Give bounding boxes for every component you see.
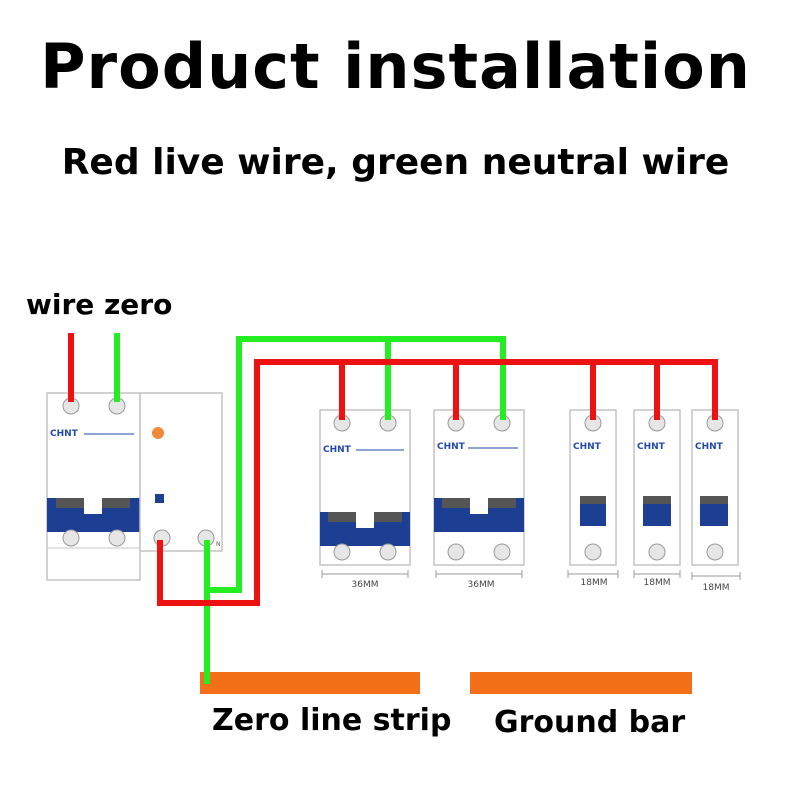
- label-zero: zero: [104, 288, 173, 321]
- dim-label-36mm-1: 36MM: [352, 580, 379, 590]
- dimension-marks: [321, 570, 741, 580]
- rcd-module: N: [139, 392, 223, 552]
- live-distribution-wire: [157, 359, 718, 606]
- breaker-18mm-1-brand: CHNT: [573, 442, 602, 452]
- breaker-36mm-1: CHNT: [319, 409, 411, 566]
- page-subtitle: Red live wire, green neutral wire: [61, 142, 730, 183]
- rcd-indicator: [155, 494, 164, 503]
- label-ground-bar: Ground bar: [494, 705, 686, 740]
- dim-label-18mm-2: 18MM: [644, 578, 671, 588]
- rcd-test-button: [152, 427, 164, 439]
- breaker-18mm-1: CHNT: [569, 409, 617, 566]
- breaker-36mm-2-brand: CHNT: [437, 442, 466, 452]
- dim-label-18mm-1: 18MM: [581, 578, 608, 588]
- zero-line-strip-bar: [200, 672, 420, 694]
- dim-label-18mm-3: 18MM: [703, 583, 730, 593]
- label-zero-line-strip: Zero line strip: [212, 703, 452, 738]
- neutral-distribution-wire: [204, 336, 506, 593]
- breaker-18mm-2-brand: CHNT: [637, 442, 666, 452]
- dim-label-36mm-2: 36MM: [468, 580, 495, 590]
- breaker-36mm-1-brand: CHNT: [323, 445, 352, 455]
- breaker-18mm-3: CHNT: [691, 409, 739, 566]
- label-wire: wire: [26, 288, 95, 321]
- breaker-36mm-2: CHNT: [433, 409, 525, 566]
- main-breaker-brand: CHNT: [50, 429, 79, 439]
- rcd-n-mark: N: [216, 541, 221, 548]
- breaker-18mm-2: CHNT: [633, 409, 681, 566]
- ground-bar: [470, 672, 692, 694]
- page-title: Product installation: [40, 30, 751, 103]
- main-breaker: CHNT: [46, 392, 141, 581]
- breaker-18mm-3-brand: CHNT: [695, 442, 724, 452]
